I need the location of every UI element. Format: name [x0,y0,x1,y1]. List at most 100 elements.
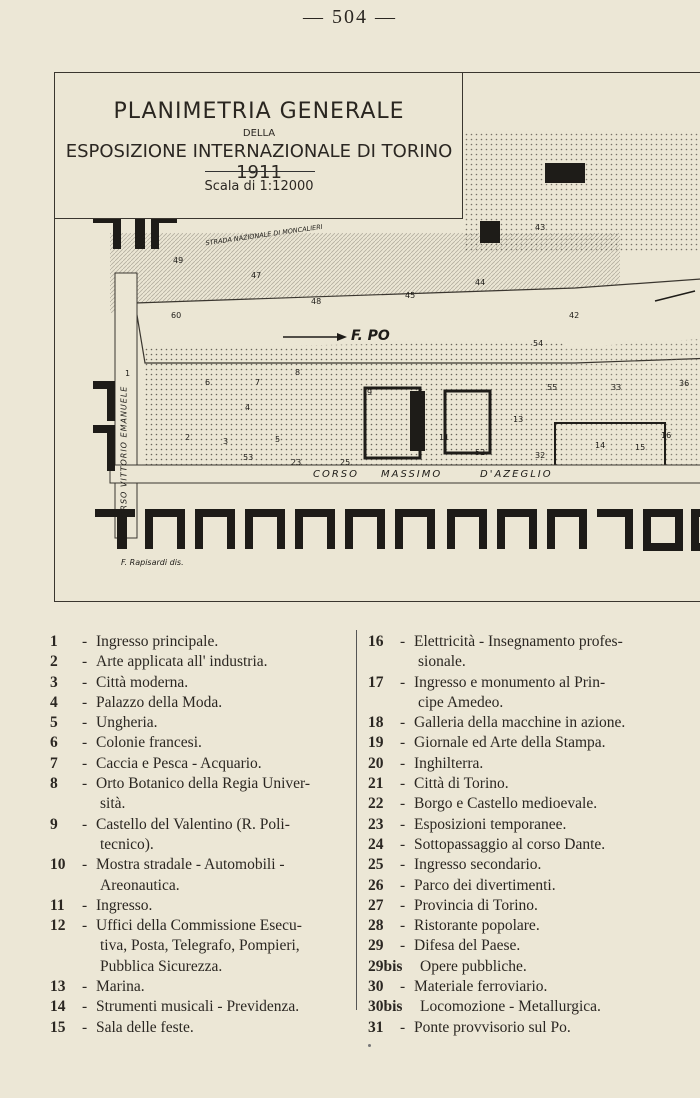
legend-item-dash: - [82,775,88,793]
legend-item: 16-Elettricità - Insegnamento profes- [368,632,678,652]
legend-item-number: 26 [368,876,384,894]
legend-item-dash: - [82,815,88,833]
map-number-label: 47 [251,271,262,280]
legend-item: 14-Strumenti musicali - Previdenza. [50,997,350,1017]
legend-item-number: 1 [50,633,58,650]
legend-item: 15-Sala delle feste. [50,1018,350,1038]
legend-item: 23-Esposizioni temporanee. [368,815,678,835]
legend-item: 25-Ingresso secondario. [368,855,678,875]
legend-item: 19-Giornale ed Arte della Stampa. [368,733,678,753]
legend-item: 27-Provincia di Torino. [368,896,678,916]
legend-item-text: Ingresso e monumento al Prin- [414,673,606,691]
legend-item: 9-Castello del Valentino (R. Poli- [50,815,350,835]
legend-item-dash: - [82,693,88,711]
legend-item-dash: - [82,1018,88,1036]
legend-item-dash: - [400,835,406,853]
legend-item-number: 21 [368,775,384,793]
legend-item: 5-Ungheria. [50,713,350,733]
legend-item-text: Locomozione - Metallurgica. [420,998,601,1016]
legend-item-text: Ingresso principale. [96,633,219,650]
map-number-label: 6 [205,378,211,387]
legend-item-text: Orto Botanico della Regia Univer- [96,775,311,793]
legend-item-number: 14 [50,998,66,1016]
legend-item-number: 30bis [368,998,403,1016]
legend-item-text: Provincia di Torino. [414,896,538,914]
legend-item-text: Ristorante popolare. [414,917,540,935]
legend-item-dash [406,957,420,977]
page-mark [368,1044,371,1047]
legend-item-number: 18 [368,714,384,732]
legend-item: 20-Inghilterra. [368,754,678,774]
map-number-label: 14 [595,441,606,450]
legend-item-text: Giornale ed Arte della Stampa. [414,734,606,752]
road-label-vittorio: CORSO VITTORIO EMANUELE [119,385,129,525]
legend-item-continuation: Areonautica. [100,876,180,894]
map-title-box: PLANIMETRIA GENERALE DELLA ESPOSIZIONE I… [55,73,463,219]
map-number-label: 49 [173,256,184,265]
legend-item: 4-Palazzo della Moda. [50,693,350,713]
legend-item-number: 7 [50,754,58,772]
map-title-rule [205,171,315,172]
map-number-label: 52 [475,448,486,457]
map-number-label: 9 [367,388,373,397]
map-number-label: 3 [223,437,229,446]
legend-item-number: 8 [50,775,58,793]
legend-item-text: Borgo e Castello medioevale. [414,795,598,813]
legend-item-number: 17 [368,673,384,691]
legend-item-text: Sottopassaggio al corso Dante. [414,835,606,853]
map-drawing [93,133,700,551]
legend-item-dash [406,997,420,1017]
legend-item-text: Castello del Valentino (R. Poli- [96,815,290,833]
map-number-label: 45 [405,291,416,300]
legend-item-text: Colonie francesi. [96,734,202,752]
legend-item-text: Elettricità - Insegnamento profes- [414,633,623,650]
legend-list-left: 1-Ingresso principale.2-Arte applicata a… [50,632,350,1038]
legend-item-number: 31 [368,1018,384,1036]
legend-item-number: 28 [368,917,384,935]
legend-item-dash: - [400,775,406,793]
legend-item-continuation: sità. [100,795,126,813]
map-number-label: 23 [291,458,302,467]
legend-list-right: 16-Elettricità - Insegnamento profes-sio… [368,632,678,1038]
legend-item-dash: - [400,1018,406,1036]
legend-item-dash: - [82,714,88,732]
map-number-label: 53 [243,453,254,462]
legend-item: 8 -Orto Botanico della Regia Univer- [50,774,350,794]
legend-item-number: 3 [50,673,58,691]
legend-item: 12-Uffici della Commissione Esecu- [50,916,350,936]
legend-item-number: 29 [368,937,384,955]
map-number-label: 8 [295,368,301,377]
legend-item: 1 -Ingresso principale. [50,632,350,652]
legend-item-text: Strumenti musicali - Previdenza. [96,998,300,1016]
legend-item-text: Ingresso secondario. [414,856,542,874]
legend-item-text: Difesa del Paese. [414,937,521,955]
map-number-label: 11 [439,433,450,442]
legend-item-dash: - [400,815,406,833]
legend-item-number: 11 [50,896,65,914]
legend-item-text: Città di Torino. [414,775,509,793]
legend-item: 13-Marina. [50,977,350,997]
map-number-label: 7 [255,378,261,387]
legend-item: 3-Città moderna. [50,673,350,693]
legend-item: 21-Città di Torino. [368,774,678,794]
legend-item-number: 16 [368,633,384,650]
map-number-label: 42 [569,311,580,320]
legend-item: 10-Mostra stradale - Automobili - [50,855,350,875]
legend-item-dash: - [400,917,406,935]
river-label: F. PO [351,328,390,344]
legend-item-dash: - [400,896,406,914]
legend-item-number: 6 [50,734,58,752]
map-number-label: 44 [475,278,486,287]
legend-item-continuation: tiva, Posta, Telegrafo, Pompieri, [100,937,300,955]
map-number-label: 25 [340,458,351,467]
legend-item-dash: - [82,633,88,650]
legend-item-text: Materiale ferroviario. [414,978,548,996]
legend-item-text: Parco dei divertimenti. [414,876,556,894]
legend-item-text: Ungheria. [96,714,158,732]
legend-item-dash: - [400,633,406,650]
legend-item-dash: - [82,734,88,752]
legend-item-number: 30 [368,978,384,996]
legend-item-text: Galleria della macchine in azione. [414,714,626,732]
legend-item-text: Sala delle feste. [96,1018,194,1036]
legend-item-number: 27 [368,896,384,914]
